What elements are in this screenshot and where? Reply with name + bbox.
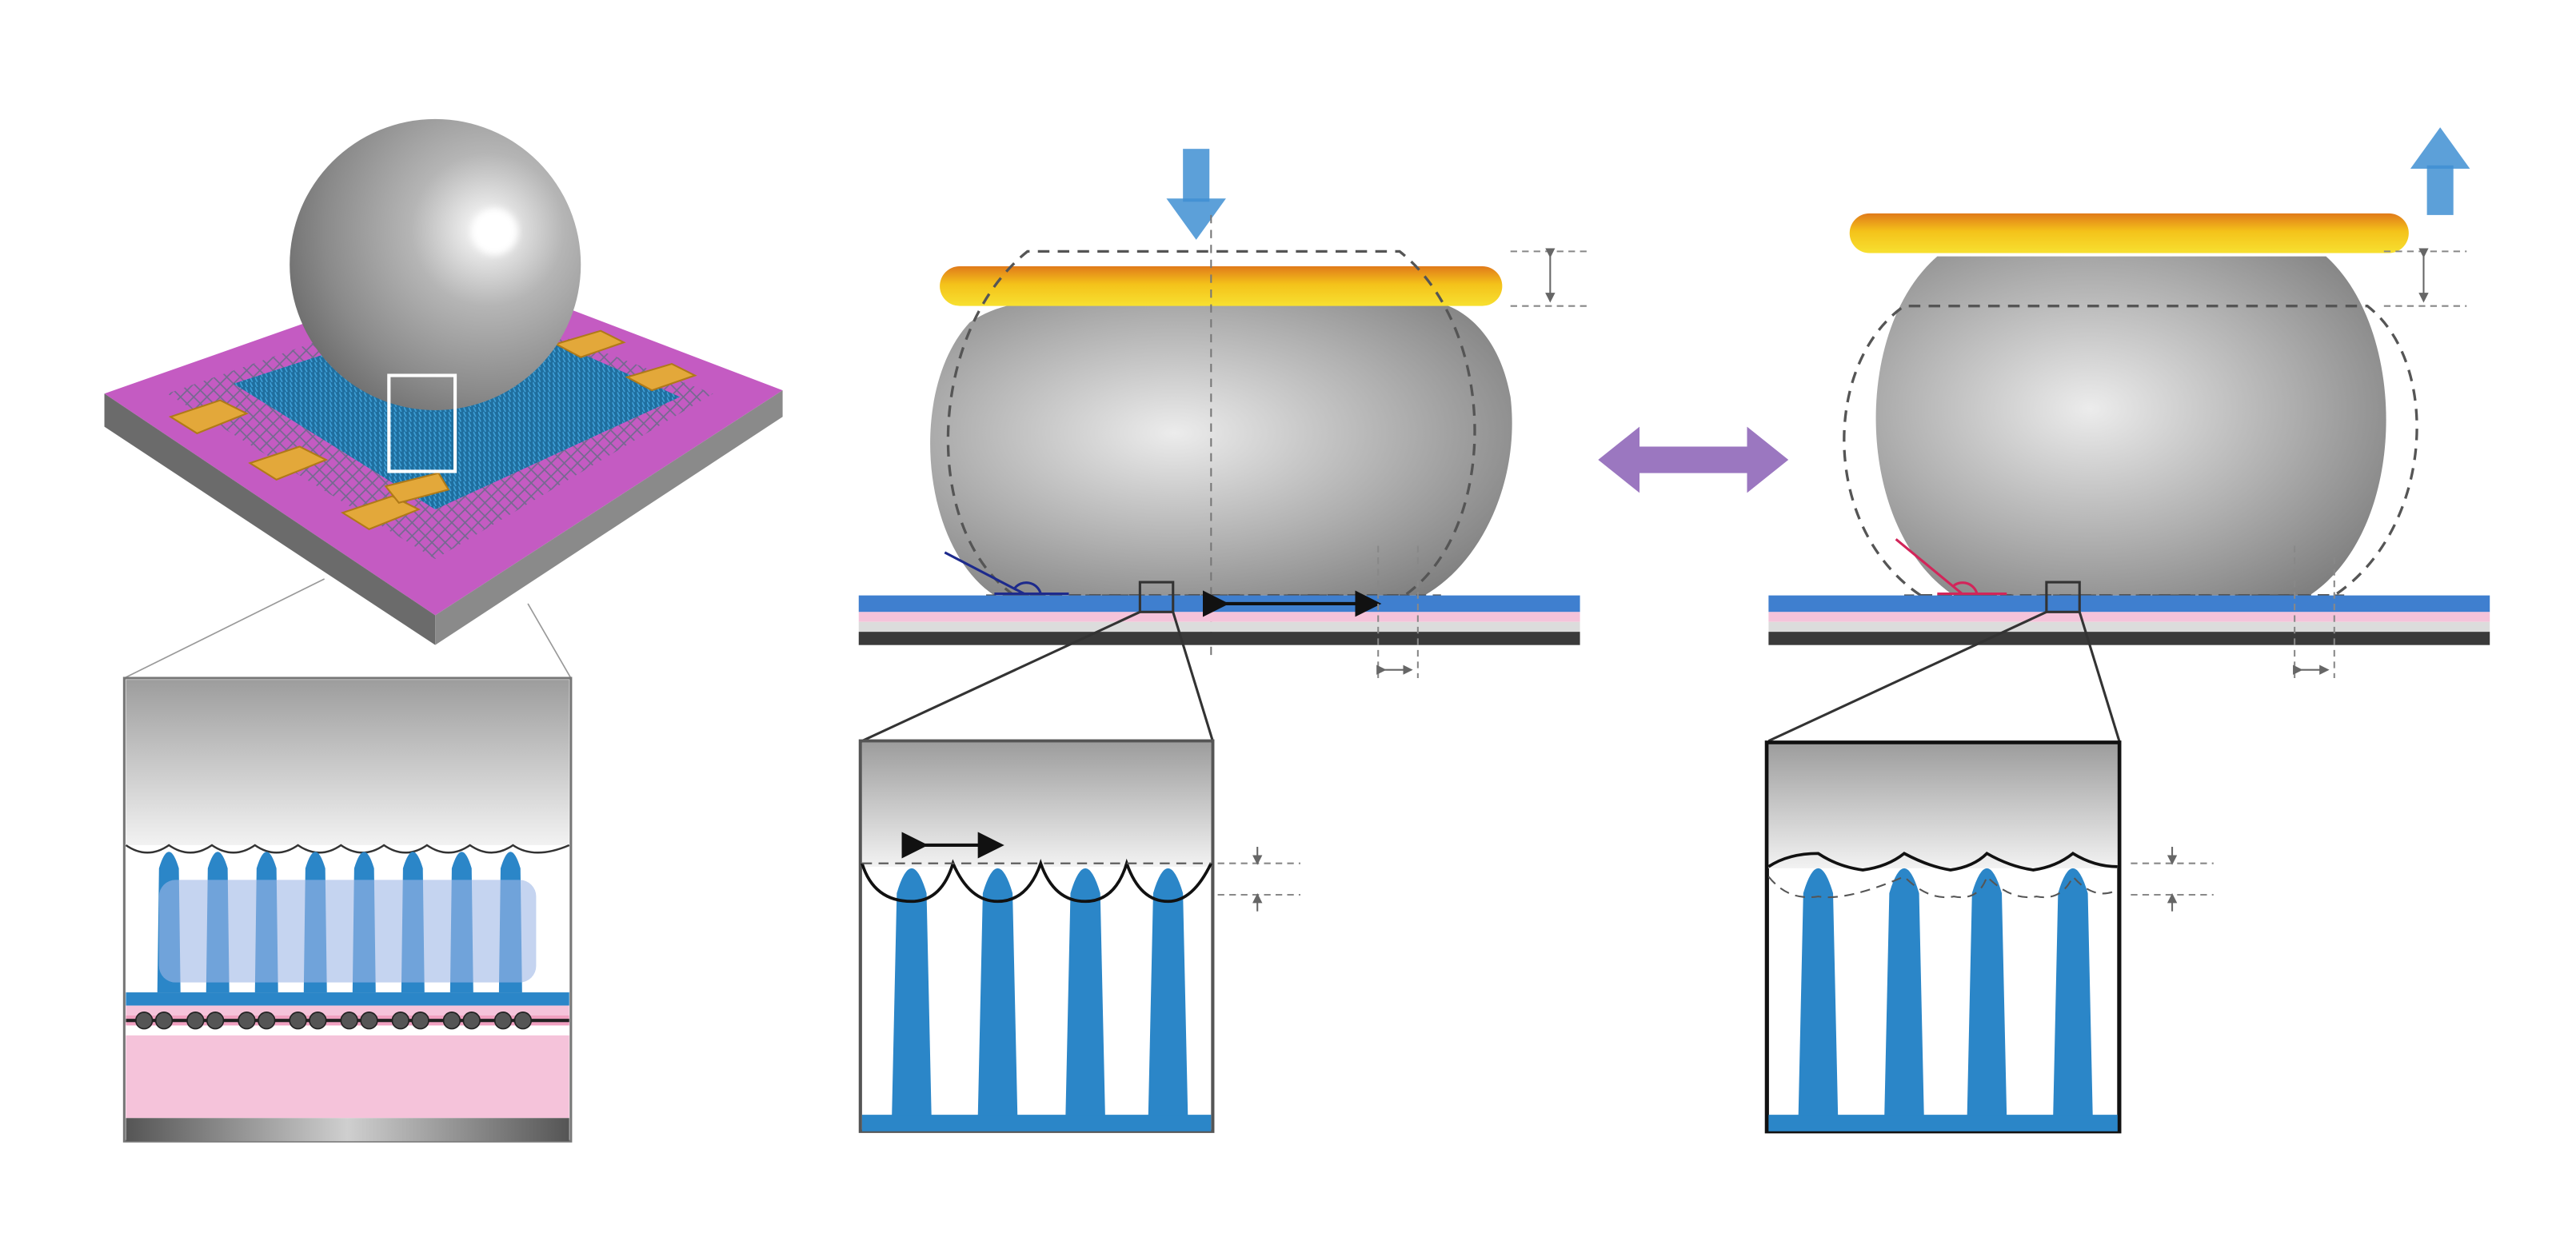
graphene-atom <box>309 1012 327 1030</box>
compressed-state-panel <box>858 149 1590 1133</box>
graphene-atoms <box>135 1012 533 1030</box>
arrow-up-icon <box>2410 127 2470 215</box>
graphene-atom <box>513 1012 533 1030</box>
gold-electrodes <box>168 329 697 531</box>
top-plate <box>940 266 1503 306</box>
zoom-region-marker <box>387 373 457 473</box>
contact-angle-indicator <box>944 551 1069 596</box>
double-arrow-icon <box>1598 426 1789 493</box>
original-droplet-outline <box>1843 305 2418 597</box>
gap-indicator <box>1510 248 1590 307</box>
round-droplet <box>1875 256 2386 596</box>
penetration-indicator <box>1217 847 1301 912</box>
graphene-atom <box>442 1012 461 1030</box>
inset-cross-section <box>122 676 573 1143</box>
nanowire <box>1148 868 1188 1119</box>
top-plate <box>1849 213 2409 253</box>
graphene-atom <box>493 1012 513 1030</box>
zoom-inset-compressed <box>858 739 1215 1133</box>
device-3d-panel <box>104 118 783 1143</box>
graphene-atom <box>135 1012 154 1030</box>
gap-indicator <box>2383 248 2467 307</box>
nanowire-columns <box>892 868 1188 1119</box>
liquid-meniscus <box>861 858 1212 904</box>
contact-angle-indicator <box>1895 538 2007 596</box>
charge-region <box>158 880 537 983</box>
graphene-atom <box>289 1012 307 1030</box>
graphene-atom <box>258 1012 276 1030</box>
graphene-atom <box>391 1012 409 1030</box>
spread-indicator <box>1376 545 1419 679</box>
zoom-inset-released <box>1764 740 2122 1134</box>
deformed-droplet <box>930 300 1512 596</box>
graphene-atom <box>462 1012 481 1030</box>
liquid-meniscus <box>125 844 570 854</box>
substrate-layers <box>858 595 1580 645</box>
graphene-atom <box>238 1012 256 1030</box>
substrate-layers <box>1768 595 2490 645</box>
graphene-atom <box>186 1012 205 1030</box>
graphene-atom <box>360 1012 378 1030</box>
nanowire-columns <box>1798 868 2093 1119</box>
released-state-panel <box>1764 127 2490 1134</box>
nanowire <box>1065 868 1105 1119</box>
nanowire <box>977 868 1018 1119</box>
penetration-indicator <box>2131 847 2214 912</box>
graphene-atom <box>206 1012 225 1030</box>
graphene-atom <box>340 1012 358 1030</box>
graphene-atom <box>411 1012 429 1030</box>
liquid-meniscus <box>1767 851 2118 872</box>
nanowire <box>892 868 932 1119</box>
droplet-sphere <box>290 118 581 410</box>
graphene-atom <box>154 1012 174 1030</box>
arrow-down-icon <box>1166 149 1226 240</box>
nanowire <box>1884 868 1924 1119</box>
original-droplet-outline <box>946 249 1476 597</box>
nanowire <box>1798 868 1839 1119</box>
spread-indicator <box>2293 545 2335 679</box>
nanowire <box>1967 868 2007 1119</box>
nanowire <box>2053 868 2093 1119</box>
